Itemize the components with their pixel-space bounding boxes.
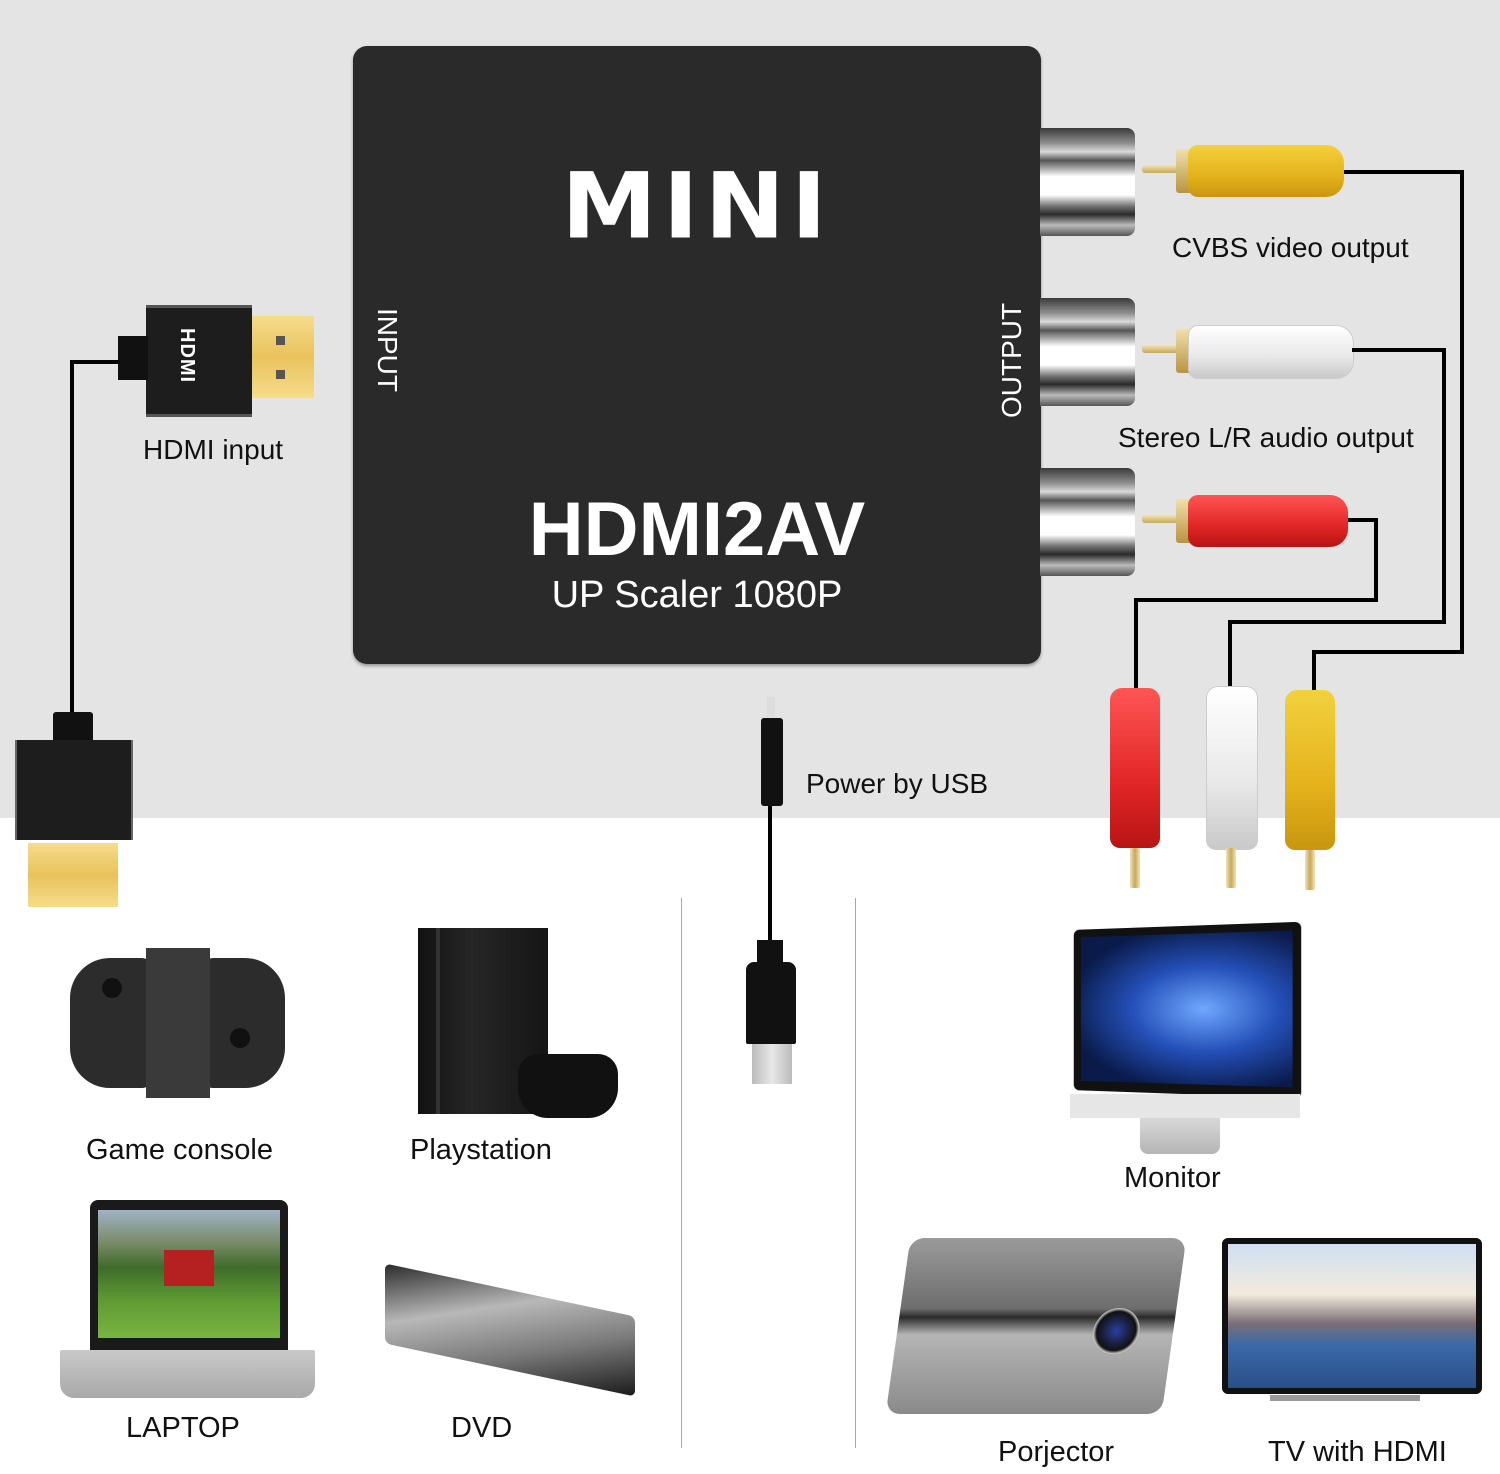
monitor-icon bbox=[1073, 921, 1302, 1099]
hdmi-plug-icon: HDMI bbox=[146, 305, 252, 417]
tv-label: TV with HDMI bbox=[1268, 1436, 1447, 1468]
laptop-base bbox=[60, 1350, 315, 1398]
micro-usb-plug-icon bbox=[761, 718, 783, 806]
game-console-icon bbox=[70, 948, 285, 1098]
cvbs-video-output-label: CVBS video output bbox=[1172, 232, 1409, 263]
rca-plug-yellow-end bbox=[1285, 690, 1335, 850]
divider-right bbox=[855, 898, 856, 1448]
game-console-label: Game console bbox=[86, 1134, 273, 1166]
dvd-label: DVD bbox=[451, 1412, 513, 1444]
laptop-label: LAPTOP bbox=[126, 1412, 240, 1444]
rca-jack-video bbox=[1040, 128, 1135, 236]
rca-jack-audio-right bbox=[1040, 468, 1135, 576]
rca-plug-red-end bbox=[1110, 688, 1160, 848]
audio-white-cable bbox=[1352, 348, 1446, 352]
hdmi-input-label: HDMI input bbox=[143, 434, 284, 465]
hdmi-gold-contact bbox=[252, 316, 314, 398]
monitor-label: Monitor bbox=[1124, 1162, 1221, 1194]
video-cable bbox=[1344, 170, 1464, 174]
divider-left bbox=[681, 898, 682, 1448]
stereo-audio-output-label: Stereo L/R audio output bbox=[1118, 422, 1414, 453]
tv-icon bbox=[1222, 1238, 1482, 1394]
hdmi-cable bbox=[70, 360, 120, 364]
scaler-subtitle: UP Scaler 1080P bbox=[551, 574, 843, 616]
usb-a-metal bbox=[752, 1044, 792, 1084]
laptop-icon bbox=[90, 1200, 288, 1350]
power-by-usb-label: Power by USB bbox=[806, 768, 989, 799]
rca-jack-audio-left bbox=[1040, 298, 1135, 406]
rca-plug-white-end bbox=[1206, 686, 1258, 850]
hdmi2av-adapter: MINI INPUT OUTPUT HDMI2AV UP Scaler 1080… bbox=[353, 46, 1041, 664]
monitor-stand bbox=[1140, 1118, 1220, 1154]
playstation-label: Playstation bbox=[410, 1134, 552, 1166]
hdmi-connector-end bbox=[15, 740, 133, 840]
brand-text: MINI bbox=[561, 152, 833, 260]
projector-label: Porjector bbox=[998, 1436, 1115, 1468]
model-text: HDMI2AV bbox=[528, 487, 866, 572]
input-side-label: INPUT bbox=[372, 308, 403, 392]
dvd-player-icon bbox=[385, 1263, 635, 1397]
audio-red-cable bbox=[1348, 518, 1378, 522]
usb-a-plug-icon bbox=[746, 962, 796, 1044]
gamepad-icon bbox=[518, 1054, 618, 1118]
usb-cable bbox=[768, 806, 772, 942]
hdmi-gold-tip bbox=[28, 843, 118, 907]
output-side-label: OUTPUT bbox=[996, 302, 1027, 418]
tv-stand bbox=[1270, 1395, 1420, 1401]
projector-icon bbox=[885, 1238, 1187, 1414]
